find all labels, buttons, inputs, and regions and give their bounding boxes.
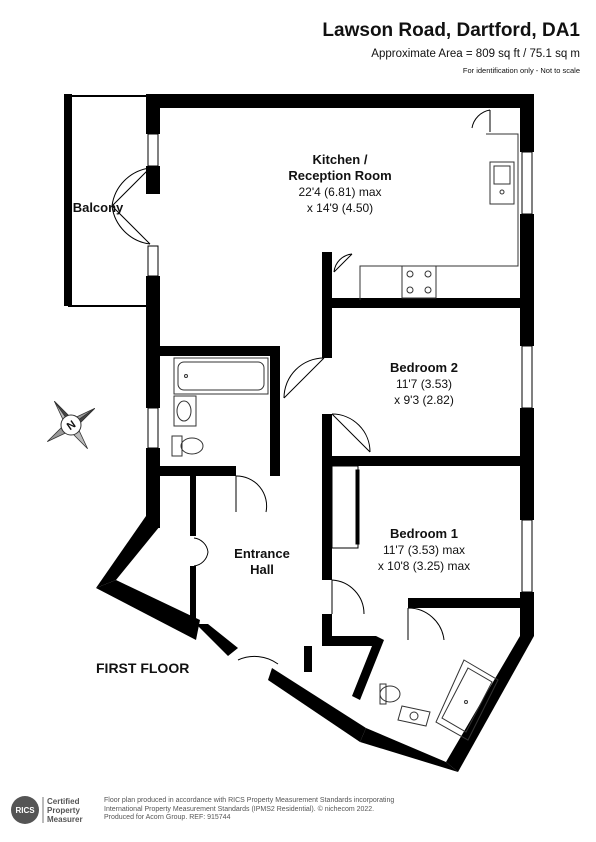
- footer-notes: Floor plan produced in accordance with R…: [104, 797, 424, 823]
- footer-line3: Produced for Acorn Group. REF: 915744: [104, 814, 231, 822]
- floor-label: FIRST FLOOR: [96, 660, 190, 676]
- footer-line2: International Property Measurement Stand…: [104, 805, 375, 813]
- bedroom1-name: Bedroom 1: [390, 526, 458, 541]
- balcony-name: Balcony: [73, 200, 124, 215]
- kitchen-fittings: [359, 133, 519, 300]
- kitchen-name-line1: Kitchen /: [313, 152, 368, 167]
- interior-walls: [158, 252, 520, 700]
- windows: [147, 133, 533, 593]
- property-title: Lawson Road, Dartford, DA1: [322, 20, 580, 41]
- balcony-doors: [111, 167, 151, 245]
- outer-walls: [96, 94, 534, 772]
- kitchen-dim1: 22'4 (6.81) max: [299, 185, 382, 199]
- kitchen-name-line2: Reception Room: [288, 168, 391, 183]
- room-labels: Kitchen / Reception Room 22'4 (6.81) max…: [73, 152, 470, 577]
- rics-logo-brand: RICS: [15, 806, 35, 815]
- bathroom-fittings: [171, 357, 269, 457]
- hall-name-line2: Hall: [250, 562, 274, 577]
- compass-icon: N: [46, 400, 96, 450]
- kitchen-dim2: x 14'9 (4.50): [307, 201, 373, 215]
- rics-logo: RICS Certified Property Measurer: [10, 794, 100, 826]
- bedroom2-name: Bedroom 2: [390, 360, 458, 375]
- bedroom1-dim2: x 10'8 (3.25) max: [378, 559, 470, 573]
- hall-name-line1: Entrance: [234, 546, 290, 561]
- bedroom1-dim1: 11'7 (3.53) max: [383, 543, 465, 557]
- wardrobes: [331, 465, 360, 549]
- bedroom2-dim2: x 9'3 (2.82): [394, 393, 454, 407]
- rics-logo-line2: Property: [47, 806, 80, 815]
- footer-line1: Floor plan produced in accordance with R…: [104, 797, 395, 804]
- rics-logo-line1: Certified: [47, 797, 80, 806]
- rics-logo-line3: Measurer: [47, 815, 83, 824]
- door-swings: [193, 109, 491, 665]
- disclaimer: For identification only - Not to scale: [462, 66, 580, 75]
- balcony-outline: [64, 94, 148, 307]
- approximate-area: Approximate Area = 809 sq ft / 75.1 sq m: [371, 48, 580, 60]
- ensuite-fittings: [379, 659, 499, 741]
- bedroom2-dim1: 11'7 (3.53): [396, 377, 452, 391]
